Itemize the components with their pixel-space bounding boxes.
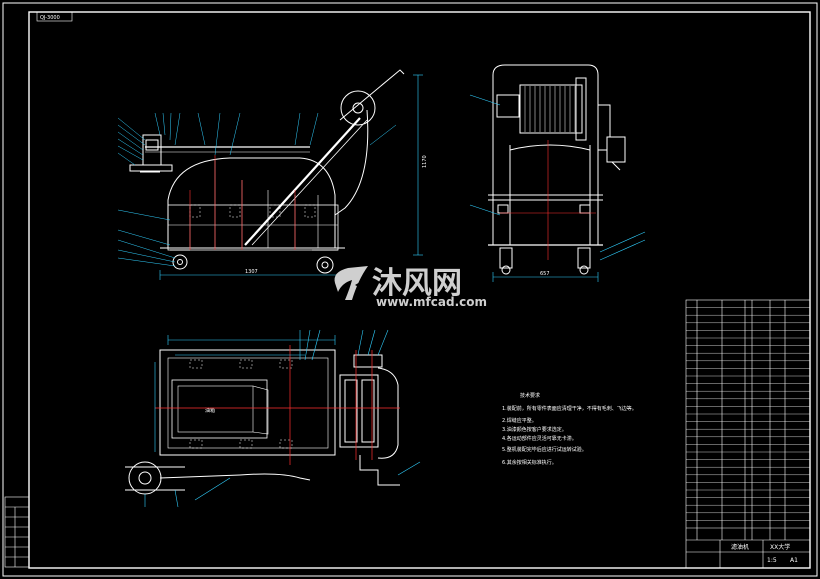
top-left-tag: QJ-3000 — [40, 15, 60, 21]
title-block-scale: 1:5 — [767, 557, 777, 564]
front-height-dim: 1170 — [422, 155, 428, 168]
front-view — [129, 69, 405, 274]
front-length-dim: 1307 — [245, 269, 258, 275]
tech-note-1: 1.装配前，所有零件表面应清理干净，不得有毛刺、飞边等。 — [502, 405, 637, 412]
watermark: 沐风网 www.mfcad.com — [334, 266, 487, 309]
watermark-url-text: www.mfcad.com — [376, 295, 487, 309]
plan-view-centerlines — [155, 345, 400, 465]
title-block-name: 滤油机 — [731, 543, 749, 551]
plan-view — [125, 349, 400, 495]
plan-view-dimensions — [144, 329, 421, 508]
front-view-leaders — [117, 112, 397, 267]
tech-note-4: 4.各运动部件应灵活可靠无卡滞。 — [502, 435, 577, 442]
side-view-centerlines — [500, 140, 596, 260]
side-view-dimensions — [469, 94, 646, 282]
inner-border — [28, 11, 811, 569]
front-view-centerlines — [189, 155, 296, 250]
title-block-company: XX大学 — [770, 543, 790, 551]
plan-tank-label: 油箱 — [205, 407, 215, 414]
tech-note-2: 2.焊缝应平整。 — [502, 417, 537, 424]
tech-notes-title: 技术要求 — [520, 392, 540, 399]
front-view-dimensions — [159, 74, 423, 280]
side-view — [488, 64, 626, 275]
parts-list-table — [685, 299, 811, 569]
top-left-tag-box — [36, 11, 73, 22]
watermark-cn-text: 沐风网 — [372, 266, 462, 301]
left-edge-table — [4, 496, 30, 568]
tech-note-3: 3.油漆颜色按客户要求选定。 — [502, 426, 567, 433]
watermark-logo-icon — [334, 266, 372, 300]
parts-list-rows — [686, 307, 810, 521]
technical-notes: 技术要求 1.装配前，所有零件表面应清理干净，不得有毛刺、飞边等。 2.焊缝应平… — [502, 392, 637, 466]
side-width-dim: 657 — [540, 271, 550, 277]
tech-note-6: 6.其余按相关标准执行。 — [502, 459, 557, 466]
title-block-sheet: A1 — [790, 557, 798, 564]
tech-note-5: 5.整机装配完毕后应进行试运转试验。 — [502, 446, 587, 453]
